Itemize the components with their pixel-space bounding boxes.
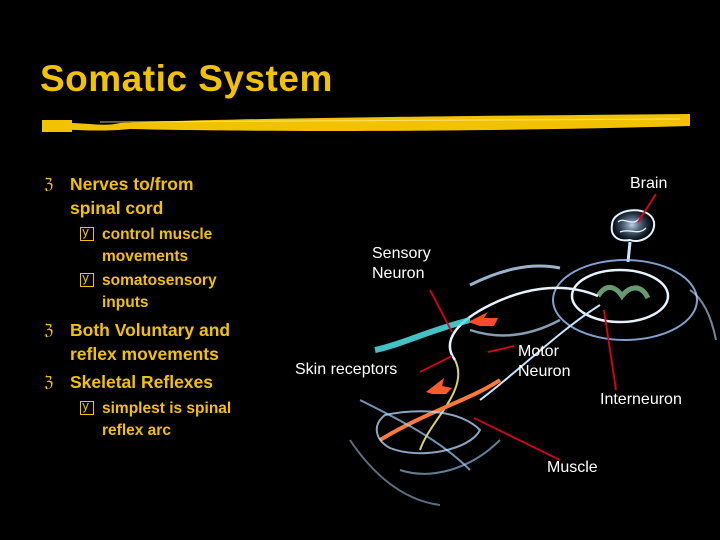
sub-bullet-text: inputs xyxy=(102,294,149,311)
muscle-icon xyxy=(375,410,482,455)
label-text: Motor xyxy=(518,343,559,360)
spinal-cord-icon xyxy=(469,259,717,341)
nerve-fibers xyxy=(359,286,601,475)
sub-bullet-text: movements xyxy=(102,248,189,265)
bullet-text: spinal cord xyxy=(70,198,164,218)
sub-bullet-text: simplest is spinal xyxy=(102,400,232,417)
bullet-item: ℨ Both Voluntary and reflex movements xyxy=(44,318,231,366)
label-text: Neuron xyxy=(518,363,571,380)
y-box-icon: y xyxy=(80,225,94,241)
signal-arrow-icon xyxy=(426,378,452,394)
bullet-item: ℨ Skeletal Reflexes xyxy=(44,370,231,394)
label-brain: Brain xyxy=(630,175,668,192)
bullet-text: reflex movements xyxy=(70,344,219,364)
label-interneuron: Interneuron xyxy=(600,391,682,408)
label-muscle: Muscle xyxy=(547,459,598,476)
bullet-item: ℨ Nerves to/from spinal cord xyxy=(44,172,231,220)
z-bullet-icon: ℨ xyxy=(44,175,54,193)
sub-bullet-item: y control muscle movements xyxy=(80,224,231,268)
z-bullet-icon: ℨ xyxy=(44,373,54,391)
sub-bullet-text: somatosensory xyxy=(102,272,217,289)
bullet-list: ℨ Nerves to/from spinal cord y control mu… xyxy=(44,172,231,444)
sub-bullet-text: control muscle xyxy=(102,226,213,243)
sub-bullet-item: y simplest is spinal reflex arc xyxy=(80,398,231,442)
label-pointer-lines xyxy=(419,193,657,461)
brain-icon xyxy=(610,207,656,263)
bullet-text: Skeletal Reflexes xyxy=(70,372,214,392)
sub-bullet-item: y somatosensory inputs xyxy=(80,270,231,314)
label-skin-receptors: Skin receptors xyxy=(295,361,398,378)
slide-title: Somatic System xyxy=(40,58,333,99)
sub-bullet-text: reflex arc xyxy=(102,422,171,439)
label-text: Sensory xyxy=(372,245,431,262)
label-text: Neuron xyxy=(372,265,425,282)
bullet-text: Both Voluntary and xyxy=(70,320,231,340)
y-box-icon: y xyxy=(80,399,94,415)
signal-arrow-icon xyxy=(468,312,498,326)
y-box-icon: y xyxy=(80,271,94,287)
bullet-text: Nerves to/from xyxy=(70,174,194,194)
title-underline-brush xyxy=(42,114,690,132)
z-bullet-icon: ℨ xyxy=(44,321,54,339)
